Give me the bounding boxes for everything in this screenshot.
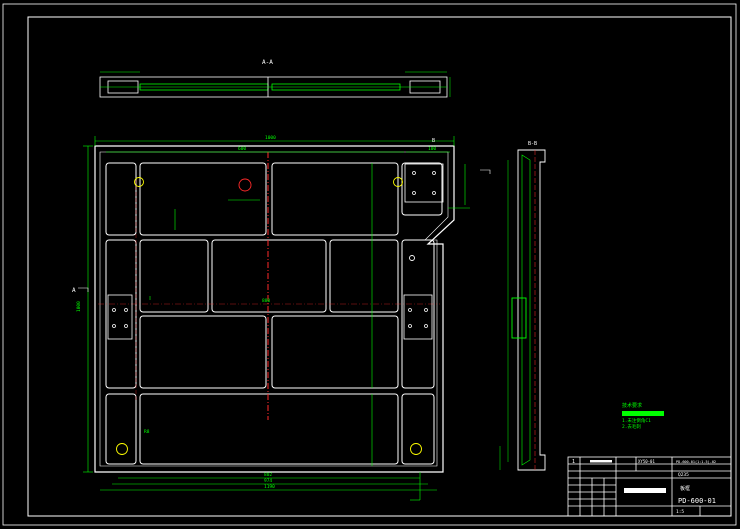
title-block-text: 1 XY50-01 PD-600-01(1:1.5)-02 Q235 板框 PD… [572,459,716,515]
technical-note: 技术要求 1.未注倒角C1 2.去毛刺 [622,402,664,430]
part-name: 板框 [680,485,690,492]
bolt-holes [116,177,422,455]
section-a-a-label: A-A [262,59,273,66]
front-view: 1000 600 100 802 974 1190 880 1000 R8 A … [72,135,491,501]
svg-text:1.未注倒角C1: 1.未注倒角C1 [622,417,651,424]
dimension-lines [83,136,470,501]
svg-text:2.去毛刺: 2.去毛刺 [622,423,641,430]
section-a-a-view [99,71,451,98]
svg-text:R8: R8 [144,429,150,435]
side-view [499,149,546,471]
dimension-text: 1000 600 100 802 974 1190 880 1000 R8 [76,135,436,490]
drawing-number: PD-600-01 [678,497,716,505]
side-view-label: B-B [528,141,537,147]
bolt-hole-top-right [393,177,403,187]
bolt-hole-top-left [134,177,144,187]
plate-inner-outline [99,151,449,467]
material: Q235 [678,472,689,478]
inner-frame [27,16,732,517]
svg-text:1000: 1000 [76,301,82,312]
section-marker-left: A [72,287,76,294]
svg-text:880: 880 [262,298,270,304]
scale: 1:5 [676,509,684,515]
svg-text:技术要求: 技术要求 [622,402,642,409]
plate-outline [94,145,455,473]
svg-text:1190: 1190 [264,484,275,490]
svg-text:974: 974 [264,478,272,484]
svg-text:100: 100 [428,146,436,152]
title-block [567,456,732,517]
bolt-hole-bottom-right [410,443,422,455]
bolt-hole-bottom-left [116,443,128,455]
bolt-hole-top-center [238,178,252,192]
sheet-number: 1 [572,459,575,465]
svg-text:600: 600 [238,146,246,152]
outer-frame [2,3,737,526]
svg-text:1000: 1000 [265,135,276,141]
ref-number: XY50-01 [638,459,655,464]
section-marker-right: B [432,138,435,144]
side-slot-plates [107,163,444,340]
svg-text:802: 802 [264,472,272,478]
pocket-grid [105,162,443,465]
ref-code: PD-600-01(1:1.5)-02 [676,460,716,464]
